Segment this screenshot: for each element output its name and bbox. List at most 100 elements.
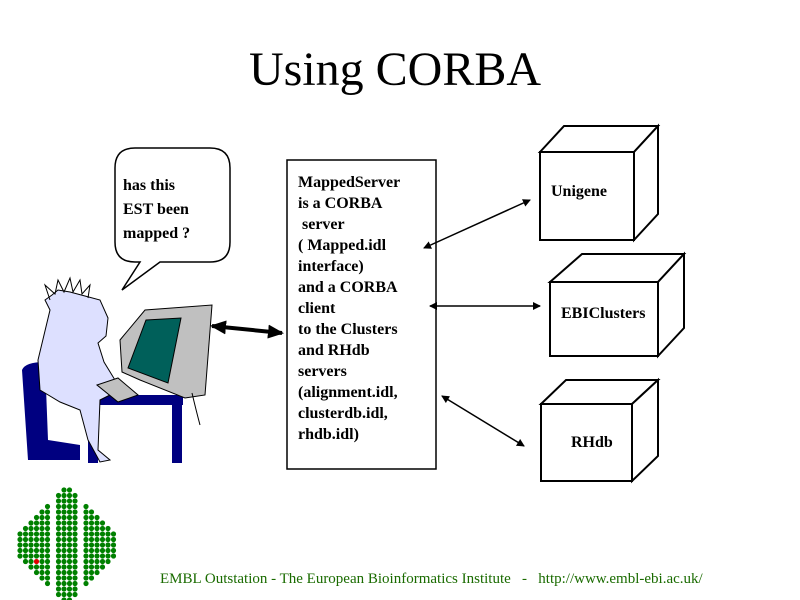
rhdb-cube [538, 377, 661, 484]
logo-dot [66, 509, 73, 515]
logo-dot [61, 547, 67, 554]
bubble-line: EST been [123, 201, 189, 218]
logo-dot [66, 542, 73, 548]
logo-dot [61, 553, 67, 559]
logo-dot [66, 498, 73, 504]
logo-dot [44, 547, 51, 554]
logo-dot [66, 597, 73, 600]
embl-ebi-logo [17, 487, 117, 600]
logo-dot [105, 547, 111, 554]
logo-dot [39, 542, 45, 548]
logo-dot [39, 553, 45, 559]
logo-dot [55, 492, 62, 499]
logo-dot [44, 525, 51, 532]
logo-dot [72, 498, 78, 504]
logo-dot [44, 558, 51, 565]
logo-dot [61, 503, 67, 510]
logo-dot [88, 509, 95, 515]
logo-dot [55, 553, 62, 559]
logo-dot [66, 569, 73, 576]
logo-dot [88, 525, 95, 532]
logo-dot [83, 531, 89, 537]
logo-dot [94, 520, 100, 526]
logo-dot [66, 525, 73, 532]
logo-dot [66, 520, 73, 526]
logo-dot [94, 542, 100, 548]
logo-dot [61, 591, 67, 598]
logo-dot [33, 525, 40, 532]
logo-dot [33, 536, 40, 543]
logo-dot [110, 542, 117, 548]
logo-dot [44, 575, 51, 581]
logo-dot [61, 580, 67, 587]
logo-dot [72, 509, 78, 515]
logo-dot [22, 553, 29, 559]
bubble-line: mapped ? [123, 225, 191, 242]
logo-dot [33, 564, 40, 570]
logo-dot [66, 575, 73, 581]
logo-dot [55, 498, 62, 504]
logo-dot [55, 564, 62, 570]
logo-dot [55, 509, 62, 515]
unigene-cube [537, 123, 661, 243]
logo-dot [88, 575, 95, 581]
slide-title: Using CORBA [248, 43, 542, 96]
logo-dot [83, 569, 89, 576]
logo-dot [33, 514, 40, 521]
logo-dot [33, 531, 40, 537]
logo-dot [72, 564, 78, 570]
logo-dot [55, 536, 62, 543]
logo-dot [61, 492, 67, 499]
logo-dot [22, 525, 29, 532]
logo-dot [39, 575, 45, 581]
footer-org: EMBL Outstation - The European Bioinform… [160, 571, 511, 587]
logo-dot [72, 553, 78, 559]
logo-dot [105, 558, 111, 565]
logo-dot [55, 547, 62, 554]
logo-dot [99, 542, 106, 548]
logo-dot [83, 575, 89, 581]
rhdb-arrow [441, 395, 525, 447]
logo-dot [94, 531, 100, 537]
logo-dot [83, 525, 89, 532]
footer-url[interactable]: http://www.embl-ebi.ac.uk/ [538, 571, 703, 587]
logo-dot [66, 558, 73, 565]
logo-dot [94, 514, 100, 521]
logo-dot [39, 564, 45, 570]
logo-dot [28, 536, 34, 543]
logo-dot [72, 558, 78, 565]
logo-dot [110, 547, 117, 554]
logo-dot [61, 569, 67, 576]
logo-dot [33, 558, 40, 565]
logo-dot [33, 553, 40, 559]
logo-dot [66, 564, 73, 570]
logo-dot [22, 547, 29, 554]
logo-dot [66, 514, 73, 521]
client-server-arrow [210, 320, 284, 339]
logo-dot [44, 542, 51, 548]
logo-dot [33, 547, 40, 554]
logo-dot [105, 553, 111, 559]
logo-dot [44, 580, 51, 587]
logo-dot [66, 531, 73, 537]
logo-dot [88, 564, 95, 570]
logo-dot [61, 531, 67, 537]
person-at-computer-illustration [22, 276, 213, 463]
logo-dot [17, 536, 23, 543]
logo-dot [72, 586, 78, 592]
logo-dot [99, 520, 106, 526]
logo-dot [72, 569, 78, 576]
logo-dot [28, 564, 34, 570]
logo-dot [61, 536, 67, 543]
logo-dot [28, 553, 34, 559]
logo-dot [88, 553, 95, 559]
logo-dot [28, 542, 34, 548]
logo-dot [105, 525, 111, 532]
logo-dot [94, 564, 100, 570]
logo-dot [55, 569, 62, 576]
speech-bubble [114, 147, 231, 291]
logo-dot [33, 520, 40, 526]
unigene-arrow [423, 199, 531, 249]
ebiclusters-cube [547, 251, 687, 359]
